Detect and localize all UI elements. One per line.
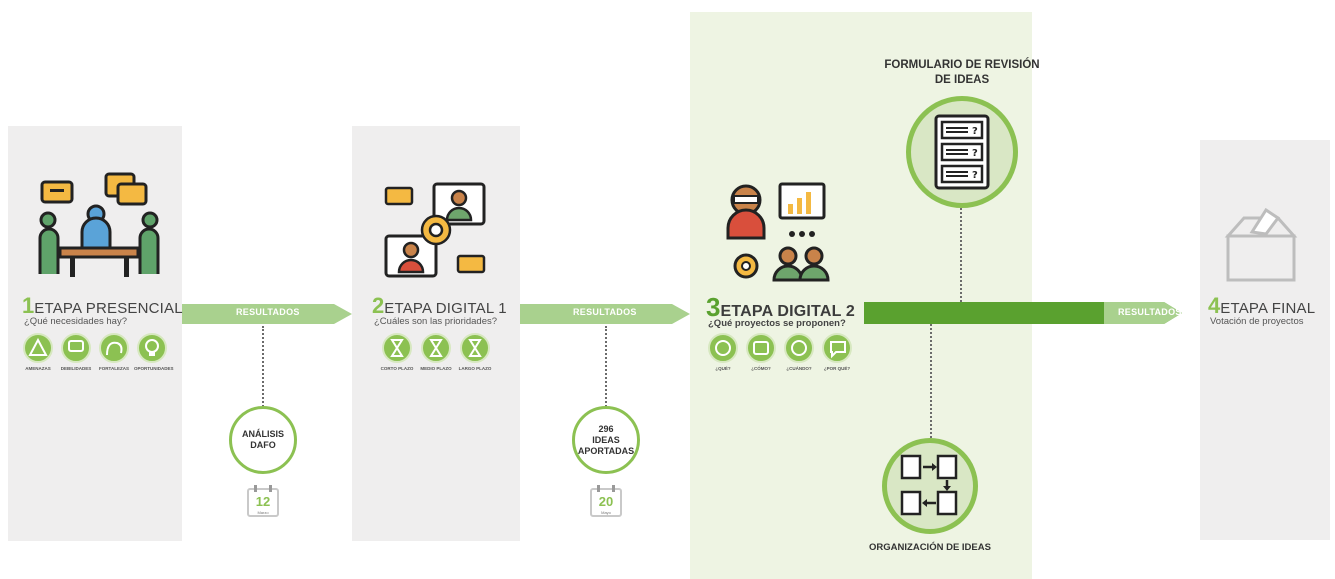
dafo-line2: DAFO [250, 440, 276, 450]
organization-connector [930, 324, 932, 442]
hourglass-short-icon [382, 333, 412, 363]
results-arrow-1 [182, 304, 352, 324]
ideas-line2: IDEAS [592, 434, 620, 445]
what-label: ¿QUÉ? [715, 366, 731, 371]
ideas-line3: APORTADAS [577, 445, 635, 456]
documents-flow-icon [900, 454, 958, 516]
calendar-day-2: 20 [598, 494, 614, 509]
calendar-month-2: Mayo [601, 510, 611, 515]
calendar-day-1: 12 [255, 494, 271, 509]
how-label: ¿CÓMO? [751, 366, 771, 371]
stage1-number: 1 [22, 293, 35, 318]
stage2-number: 2 [372, 293, 385, 318]
stage1-title: 1ETAPA PRESENCIAL [22, 293, 183, 319]
ideas-count: 296 [598, 423, 614, 434]
organization-label: ORGANIZACIÓN DE IDEAS [869, 542, 991, 553]
weakness-label: DEBILIDADES [60, 366, 92, 371]
strength-icon [99, 333, 129, 363]
threat-label: AMENAZAS [25, 366, 51, 371]
ideas-connector [605, 326, 607, 410]
calendar-icon [590, 485, 622, 517]
svg-text:?: ? [972, 148, 978, 159]
stage2-name: ETAPA DIGITAL 1 [384, 300, 507, 317]
organization-circle [882, 438, 978, 534]
digital-connection-icon [384, 182, 486, 278]
form-review-line2: DE IDEAS [934, 74, 990, 86]
results-arrow-3-label: RESULTADOS [1118, 307, 1182, 317]
results-arrow-2 [520, 304, 690, 324]
medium-term-label: MEDIO PLAZO [420, 366, 452, 371]
stage4-title: 4ETAPA FINAL [1208, 293, 1315, 319]
form-document-icon: ? ? ? [934, 114, 990, 190]
meeting-people-icon [38, 172, 160, 277]
form-review-line1: FORMULARIO DE REVISIÓN [884, 59, 1040, 71]
question-glyphs [715, 340, 846, 359]
stage4-panel [1200, 140, 1330, 540]
why-label: ¿POR QUÉ? [823, 366, 851, 371]
what-icon [708, 333, 738, 363]
stage3-number: 3 [706, 292, 721, 322]
stage3-title: 3ETAPA DIGITAL 2 [706, 292, 855, 323]
weakness-icon [61, 333, 91, 363]
results-arrow-2-label: RESULTADOS [573, 307, 637, 317]
form-review-title: FORMULARIO DE REVISIÓN DE IDEAS [862, 58, 1062, 88]
short-term-label: CORTO PLAZO [380, 366, 414, 371]
stage3-question: ¿Qué proyectos se proponen? [708, 318, 846, 329]
how-icon [746, 333, 776, 363]
calendar-month-1: Marzo [257, 510, 269, 515]
svg-text:?: ? [972, 126, 978, 137]
dafo-line1: ANÁLISIS [241, 429, 284, 439]
dafo-connector [262, 326, 264, 410]
stage4-question: Votación de proyectos [1210, 316, 1304, 327]
why-icon [822, 333, 852, 363]
hourglass-medium-icon [421, 333, 451, 363]
hourglass-glyphs [390, 339, 482, 357]
long-term-label: LARGO PLAZO [458, 366, 492, 371]
stage2-title: 2ETAPA DIGITAL 1 [372, 293, 507, 319]
when-label: ¿CUÁNDO? [786, 366, 812, 371]
team-presentation-icon [726, 182, 830, 282]
when-icon [784, 333, 814, 363]
stage1-name: ETAPA PRESENCIAL [34, 300, 183, 317]
ballot-box-icon [1224, 208, 1298, 282]
stage3-name: ETAPA DIGITAL 2 [720, 303, 856, 320]
form-review-connector [960, 208, 962, 302]
results-arrow-1-label: RESULTADOS [236, 307, 300, 317]
strength-label: FORTALEZAS [99, 366, 129, 371]
dafo-note: ANÁLISIS DAFO [229, 406, 297, 474]
stage1-question: ¿Qué necesidades hay? [24, 316, 127, 327]
svg-text:?: ? [972, 170, 978, 181]
stage1-icon-glyphs [28, 337, 159, 356]
ideas-note: 296 IDEAS APORTADAS [572, 406, 640, 474]
results-arrow-3 [864, 302, 1182, 324]
stage4-number: 4 [1208, 293, 1221, 318]
stage2-question: ¿Cuáles son las prioridades? [374, 316, 498, 327]
stage4-name: ETAPA FINAL [1220, 300, 1316, 317]
calendar-icon [247, 485, 279, 517]
opportunity-label: OPORTUNIDADES [134, 366, 174, 371]
opportunity-icon [137, 333, 167, 363]
